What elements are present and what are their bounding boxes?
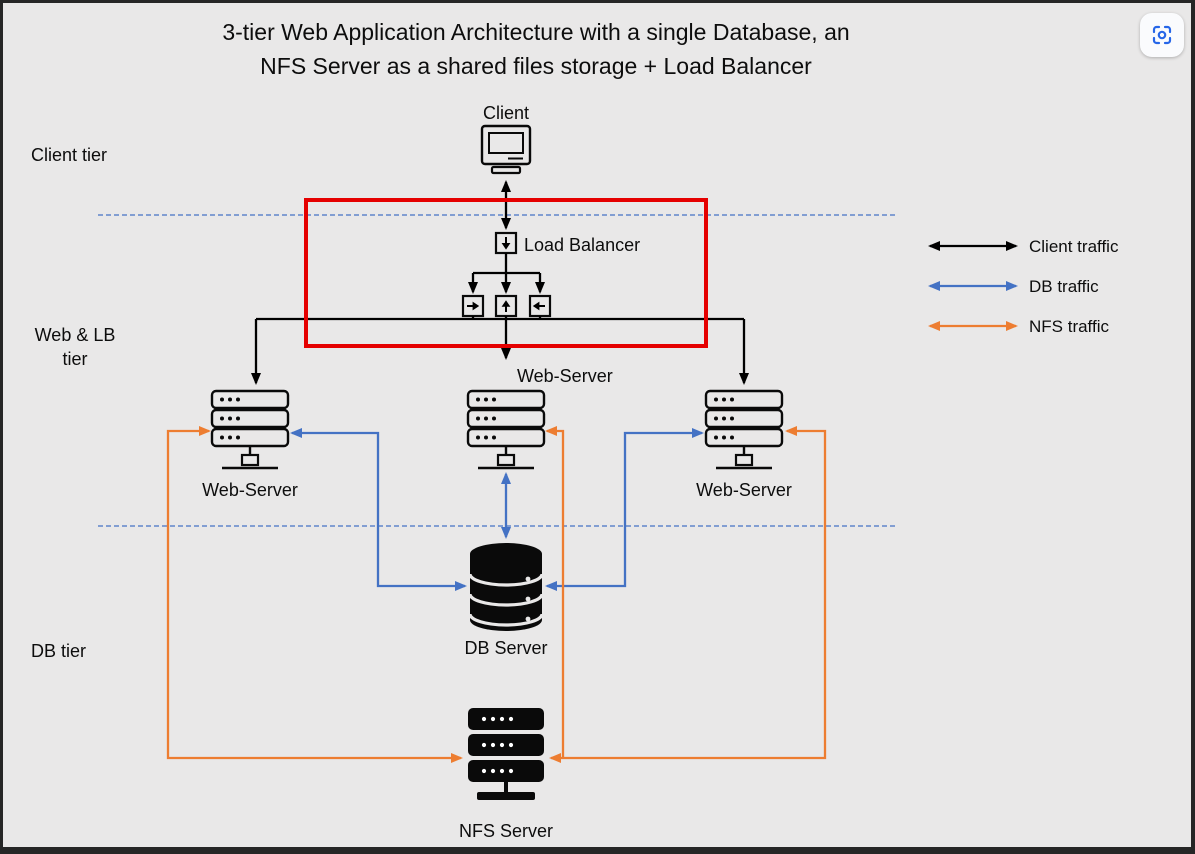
web-server-right-label: Web-Server — [696, 480, 792, 500]
highlight-rectangle — [304, 198, 708, 348]
legend-client-traffic-label: Client traffic — [1029, 237, 1119, 256]
load-balancer-label: Load Balancer — [524, 235, 641, 255]
nfs-traffic-edges — [166, 426, 827, 763]
load-balancer-split-lines — [468, 253, 545, 294]
web-server-middle-label: Web-Server — [517, 366, 613, 386]
load-balancer-distribution-lines — [251, 316, 749, 385]
edge-webleft-db — [290, 428, 467, 591]
tier-label-db: DB tier — [31, 641, 87, 661]
nfs-server-label: NFS Server — [458, 821, 554, 841]
web-server-left-icon — [210, 389, 290, 470]
web-server-left-label: Web-Server — [202, 480, 298, 500]
edge-webmiddle-nfs — [545, 426, 565, 758]
nfs-server-icon — [468, 708, 544, 800]
tier-label-web-lb: Web & LB tier — [34, 325, 116, 369]
screenshot-button[interactable] — [1140, 13, 1184, 57]
load-balancer-icon — [494, 231, 518, 255]
legend-db-traffic-label: DB traffic — [1029, 277, 1099, 296]
load-balancer-output-icons — [461, 294, 552, 318]
web-server-middle-icon — [466, 389, 546, 470]
scan-region-icon — [1152, 25, 1172, 45]
db-server-label: DB Server — [464, 638, 548, 658]
web-server-right-icon — [704, 389, 784, 470]
tier-label-client: Client tier — [31, 145, 108, 165]
diagram-canvas — [98, 124, 1018, 800]
db-server-icon — [468, 543, 544, 631]
client-label: Client — [482, 103, 530, 123]
legend-nfs-traffic-label: NFS traffic — [1029, 317, 1109, 336]
legend-arrows — [928, 241, 1018, 331]
edge-webright-db — [545, 428, 704, 591]
edge-webleft-nfs — [166, 426, 463, 763]
edge-webright-nfs — [549, 426, 827, 763]
diagram-title: 3-tier Web Application Architecture with… — [222, 19, 850, 79]
client-computer-icon — [480, 124, 532, 175]
